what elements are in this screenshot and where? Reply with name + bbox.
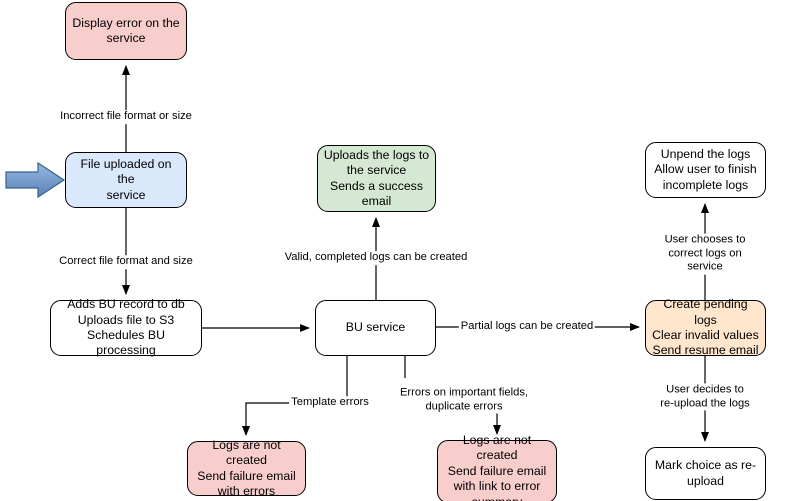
- node-display-error[interactable]: Display error on the service: [65, 2, 187, 60]
- node-logs-not-created-template[interactable]: Logs are not created Send failure email …: [187, 438, 306, 498]
- node-unpend-logs[interactable]: Unpend the logs Allow user to finish inc…: [645, 142, 766, 198]
- node-bu-service[interactable]: BU service: [315, 300, 436, 356]
- node-adds-bu-record[interactable]: Adds BU record to db Uploads file to S3 …: [50, 297, 202, 357]
- edge-label-user-corrects: User chooses to correct logs on service: [657, 233, 753, 275]
- edge-label-correct-format: Correct file format and size: [57, 255, 195, 269]
- node-create-pending-logs[interactable]: Create pending logs Clear invalid values…: [645, 297, 766, 357]
- edge-label-valid-completed: Valid, completed logs can be created: [282, 251, 470, 265]
- edge-label-template-errors: Template errors: [289, 396, 371, 410]
- edge-label-errors-important: Errors on important fields, duplicate er…: [397, 386, 531, 414]
- node-logs-not-created-summary[interactable]: Logs are not created Send failure email …: [437, 433, 557, 501]
- node-file-uploaded[interactable]: File uploaded on the service: [65, 152, 187, 208]
- edge-label-incorrect-format: Incorrect file format or size: [58, 110, 194, 124]
- node-mark-choice[interactable]: Mark choice as re- upload: [645, 447, 766, 500]
- entry-arrow-icon: [5, 161, 66, 199]
- edge-label-user-reupload: User decides to re-upload the logs: [657, 383, 753, 411]
- node-uploads-logs[interactable]: Uploads the logs to the service Sends a …: [317, 145, 436, 212]
- edge-label-partial-logs: Partial logs can be created: [458, 320, 596, 334]
